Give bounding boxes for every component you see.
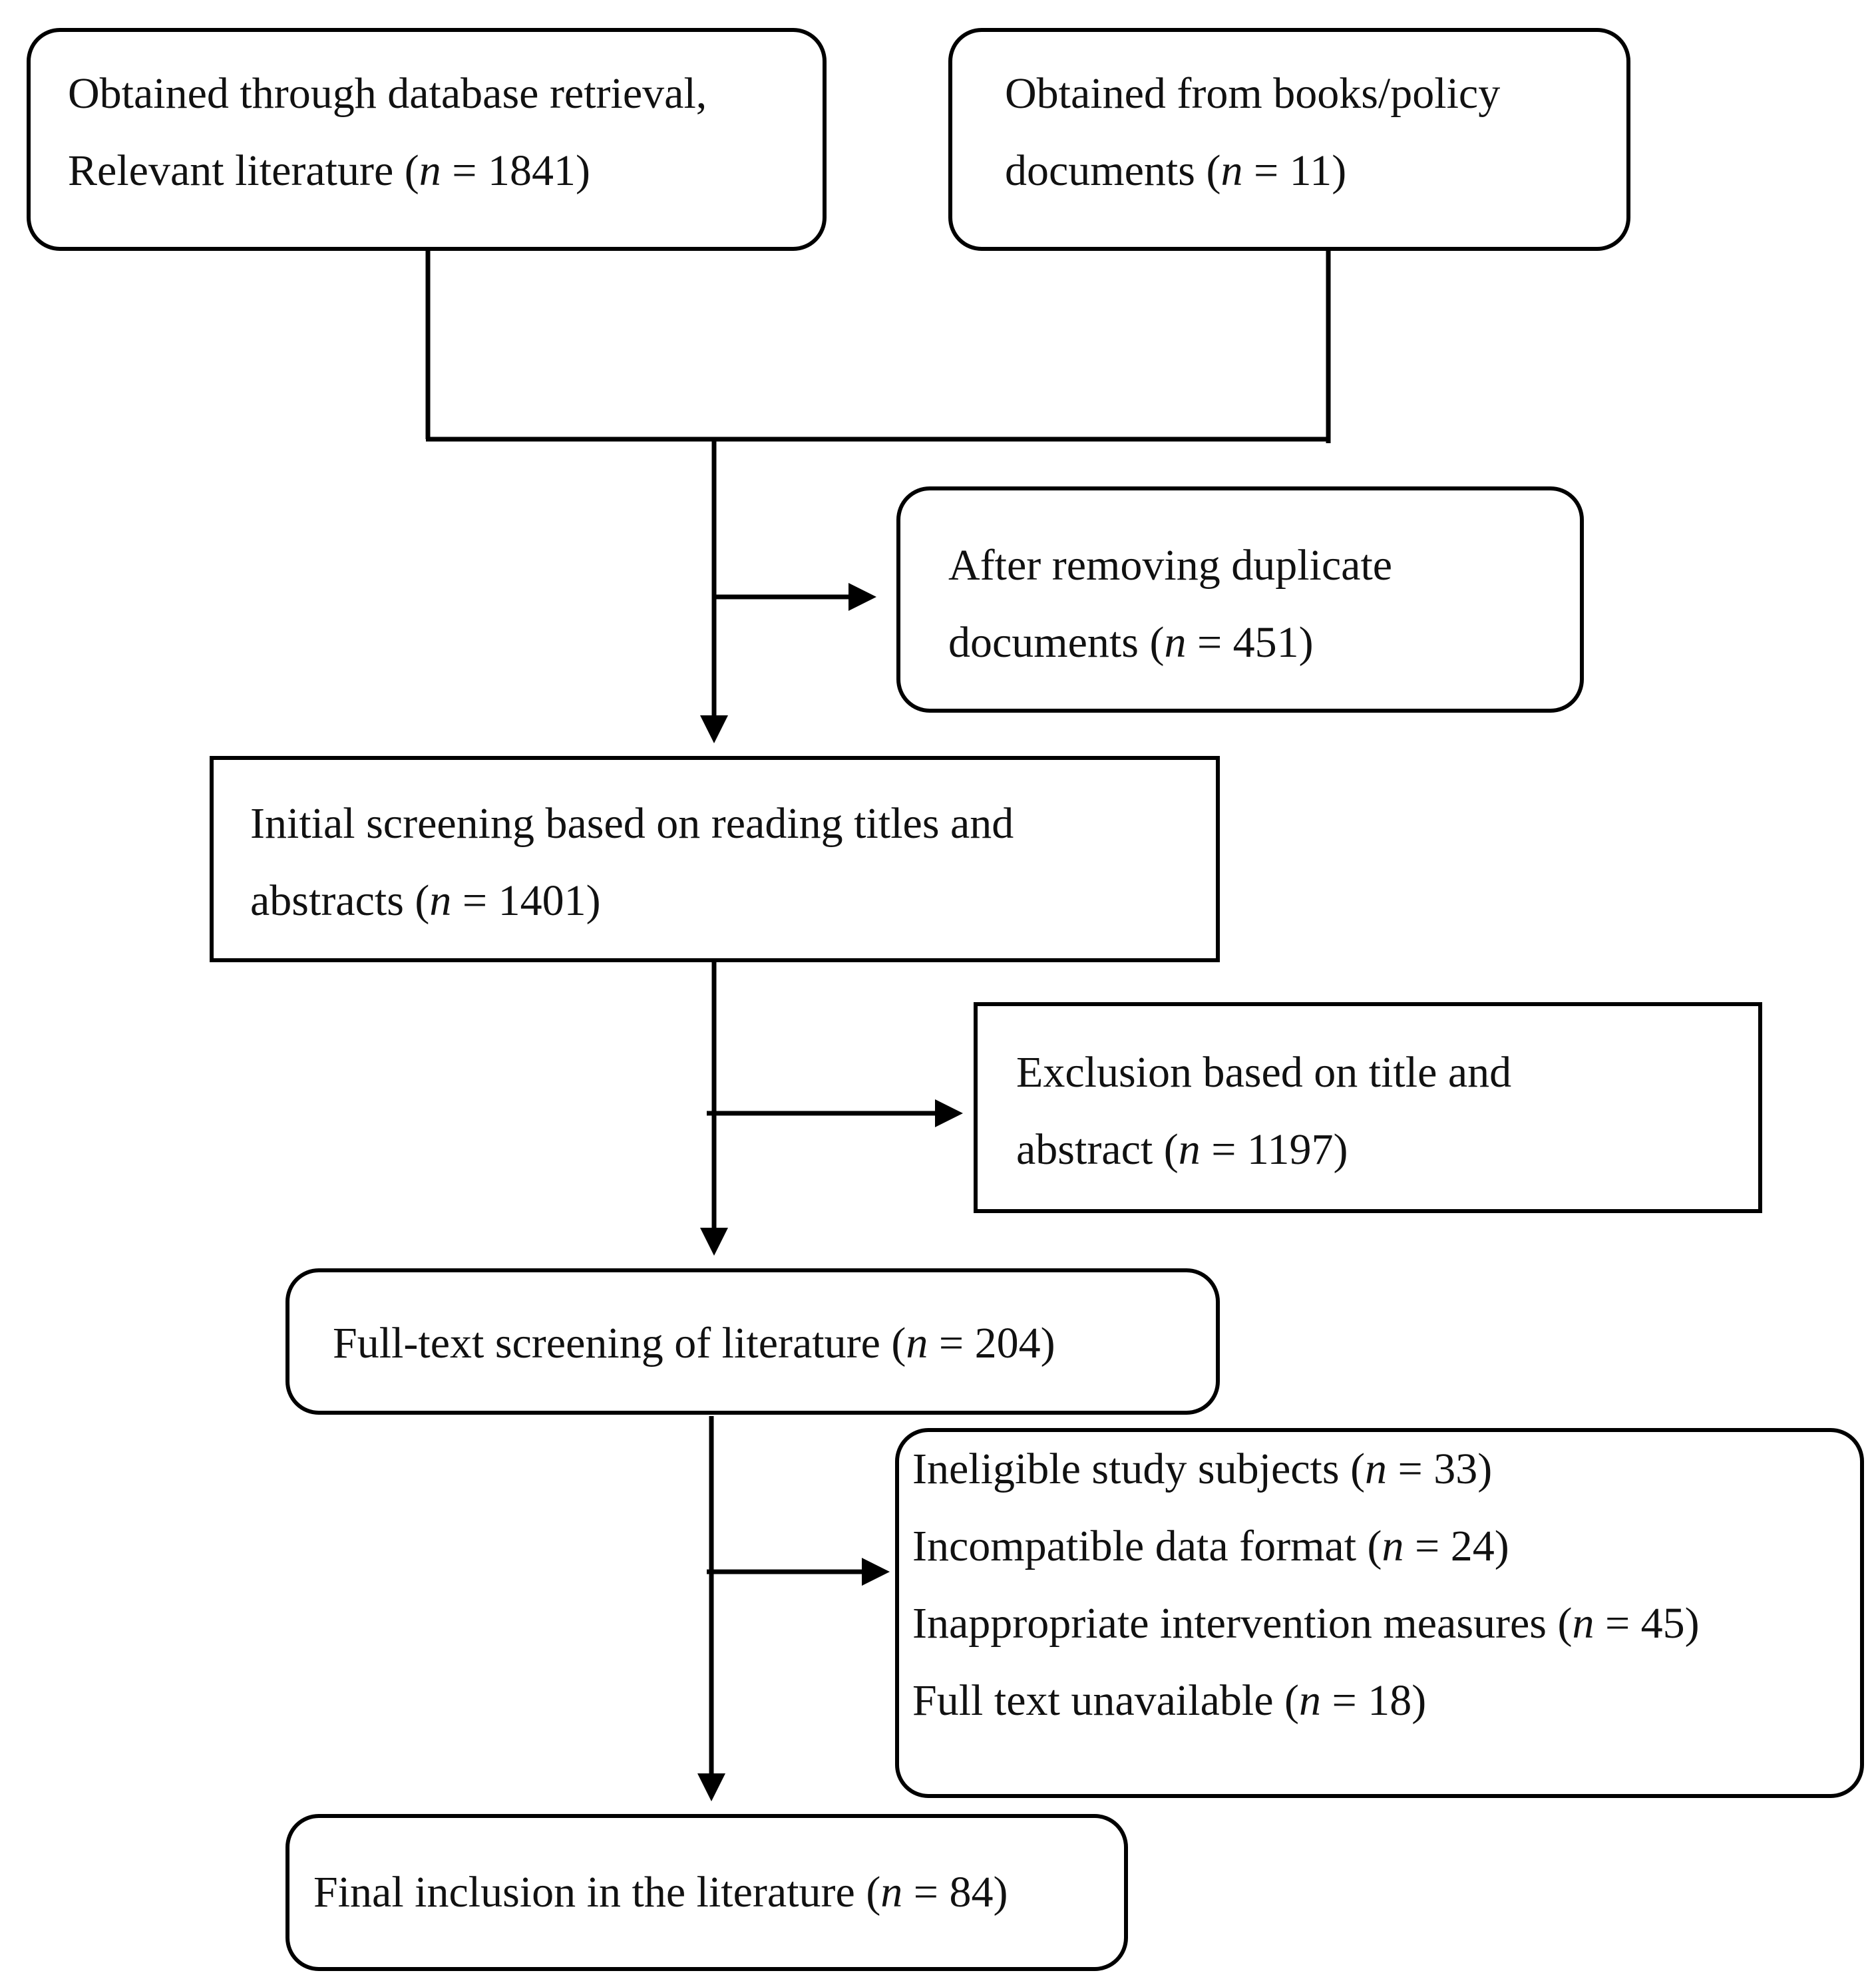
database-retrieval-label: Relevant literature ( — [68, 146, 419, 195]
title-abstract-exclusion-label: abstract ( — [1016, 1125, 1179, 1174]
full-text-screening-label: Full-text screening of literature ( — [333, 1319, 906, 1367]
initial-screening-box — [210, 756, 1220, 962]
database-retrieval-box — [27, 28, 827, 251]
exclusion-incompatible-format: Incompatible data format (n = 24) — [912, 1508, 1700, 1585]
database-retrieval-text: Obtained through database retrieval, Rel… — [68, 55, 707, 210]
books-policy-line2: documents (n = 11) — [1005, 132, 1500, 210]
final-inclusion-label: Final inclusion in the literature ( — [313, 1868, 881, 1916]
exclusion-ineligible-subjects-count: = 33) — [1387, 1445, 1493, 1493]
duplicates-removed-box — [896, 486, 1584, 713]
duplicates-removed-line1: After removing duplicate — [948, 541, 1393, 590]
exclusion-inappropriate-interventions: Inappropriate intervention measures (n =… — [912, 1585, 1700, 1662]
exclusion-full-text-unavailable: Full text unavailable (n = 18) — [912, 1662, 1700, 1739]
title-abstract-exclusion-box — [974, 1002, 1762, 1213]
final-inclusion-n-symbol: n — [880, 1868, 903, 1916]
books-policy-label: documents ( — [1005, 146, 1221, 195]
initial-screening-n-symbol: n — [429, 876, 452, 925]
books-policy-text: Obtained from books/policy documents (n … — [1005, 55, 1500, 210]
exclusion-full-text-unavailable-n-symbol: n — [1299, 1676, 1322, 1725]
exclusion-ineligible-subjects-n-symbol: n — [1365, 1445, 1388, 1493]
duplicates-removed-label: documents ( — [948, 618, 1165, 667]
full-text-screening-count: = 204) — [928, 1319, 1055, 1367]
database-retrieval-line2: Relevant literature (n = 1841) — [68, 132, 707, 210]
duplicates-removed-text: After removing duplicate documents (n = … — [948, 527, 1392, 681]
exclusion-incompatible-format-label: Incompatible data format ( — [912, 1522, 1382, 1570]
duplicates-removed-count: = 451) — [1186, 618, 1314, 667]
books-policy-n-symbol: n — [1220, 146, 1243, 195]
database-retrieval-n-symbol: n — [419, 146, 441, 195]
full-text-screening-n-symbol: n — [906, 1319, 928, 1367]
full-text-exclusions-box — [895, 1428, 1864, 1798]
exclusion-inappropriate-interventions-n-symbol: n — [1572, 1599, 1595, 1648]
exclusion-incompatible-format-count: = 24) — [1404, 1522, 1509, 1570]
database-retrieval-line1: Obtained through database retrieval, — [68, 69, 707, 118]
title-abstract-exclusion-count: = 1197) — [1200, 1125, 1348, 1174]
initial-screening-line1: Initial screening based on reading title… — [250, 799, 1014, 848]
exclusion-incompatible-format-n-symbol: n — [1382, 1522, 1404, 1570]
initial-screening-label: abstracts ( — [250, 876, 430, 925]
exclusion-full-text-unavailable-label: Full text unavailable ( — [912, 1676, 1300, 1725]
full-text-screening-line: Full-text screening of literature (n = 2… — [333, 1305, 1055, 1382]
title-abstract-exclusion-line2: abstract (n = 1197) — [1016, 1111, 1511, 1188]
final-inclusion-box — [285, 1814, 1128, 1971]
final-inclusion-line: Final inclusion in the literature (n = 8… — [313, 1854, 1008, 1931]
initial-screening-line2: abstracts (n = 1401) — [250, 862, 1014, 940]
exclusion-full-text-unavailable-count: = 18) — [1321, 1676, 1427, 1725]
full-text-exclusions-list: Ineligible study subjects (n = 33) Incom… — [912, 1431, 1700, 1739]
final-inclusion-text: Final inclusion in the literature (n = 8… — [313, 1854, 1008, 1931]
books-policy-box — [948, 28, 1630, 251]
books-policy-count: = 11) — [1242, 146, 1347, 195]
initial-screening-text: Initial screening based on reading title… — [250, 785, 1014, 940]
final-inclusion-count: = 84) — [902, 1868, 1008, 1916]
exclusion-inappropriate-interventions-count: = 45) — [1594, 1599, 1700, 1648]
duplicates-removed-line2: documents (n = 451) — [948, 604, 1392, 681]
books-policy-line1: Obtained from books/policy — [1005, 69, 1501, 118]
title-abstract-exclusion-line1: Exclusion based on title and — [1016, 1048, 1512, 1097]
full-text-screening-box — [285, 1268, 1220, 1415]
database-retrieval-count: = 1841) — [441, 146, 590, 195]
initial-screening-count: = 1401) — [451, 876, 601, 925]
title-abstract-exclusion-text: Exclusion based on title and abstract (n… — [1016, 1034, 1511, 1188]
title-abstract-exclusion-n-symbol: n — [1178, 1125, 1201, 1174]
duplicates-removed-n-symbol: n — [1164, 618, 1187, 667]
exclusion-inappropriate-interventions-label: Inappropriate intervention measures ( — [912, 1599, 1573, 1648]
full-text-screening-text: Full-text screening of literature (n = 2… — [333, 1305, 1055, 1382]
exclusion-ineligible-subjects-label: Ineligible study subjects ( — [912, 1445, 1366, 1493]
exclusion-ineligible-subjects: Ineligible study subjects (n = 33) — [912, 1431, 1700, 1508]
